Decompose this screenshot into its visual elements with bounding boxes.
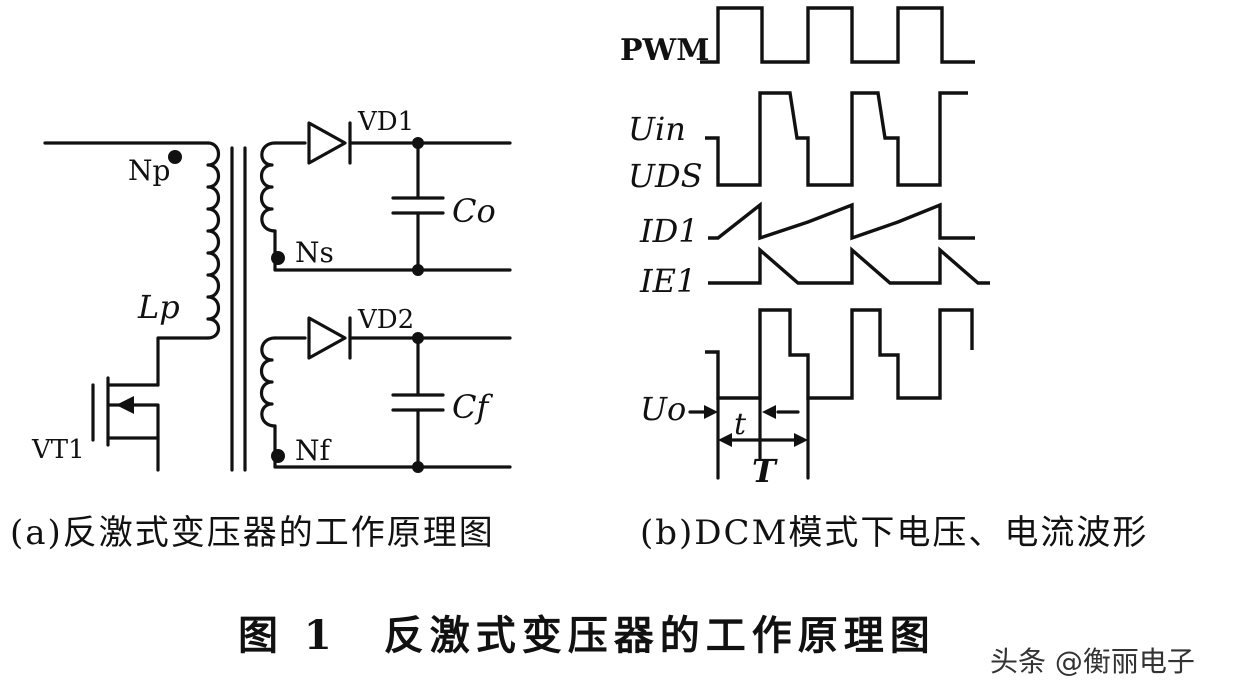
cf-node-top xyxy=(412,332,424,344)
id1-label: ID1 xyxy=(639,212,699,250)
cf-label: Cf xyxy=(452,388,493,426)
ns-bottom-wire xyxy=(273,229,512,272)
nf-bottom-wire xyxy=(273,424,512,469)
mosfet-arrow xyxy=(116,396,134,414)
diode-vd1-body xyxy=(307,121,347,165)
nf-label: Nf xyxy=(295,434,333,467)
co-node-top xyxy=(412,137,424,149)
lp-label: Lp xyxy=(137,288,180,326)
id1-waveform xyxy=(708,201,975,241)
uo-pointer-head xyxy=(704,405,718,419)
watermark: 头条 @衡丽电子 xyxy=(990,645,1195,678)
period-arrow-left xyxy=(718,433,732,447)
co-label: Co xyxy=(452,192,496,230)
ns-polarity-dot xyxy=(271,251,285,265)
ns-label: Ns xyxy=(295,236,334,269)
caption-b: (b)DCM模式下电压、电流波形 xyxy=(640,513,1149,553)
nf-polarity-dot xyxy=(271,449,285,463)
ie1-waveform xyxy=(708,246,990,285)
co-node-bottom xyxy=(412,264,424,276)
vd2-label: VD2 xyxy=(357,305,414,335)
secondary-winding-nf xyxy=(259,336,277,428)
diode-vd2-body xyxy=(307,316,347,360)
uin-uds-waveform xyxy=(705,91,968,187)
primary-drain-wire xyxy=(156,336,210,387)
primary-winding xyxy=(206,141,221,340)
circuit-schematic: Np Ns Nf Lp VT1 VD1 VD2 Co Cf xyxy=(31,107,512,473)
ie1-label: IE1 xyxy=(639,262,696,300)
uo-waveform xyxy=(705,308,974,400)
uds-label: UDS xyxy=(628,157,703,195)
t-period-label: T xyxy=(752,452,778,490)
uin-label: Uin xyxy=(628,110,686,148)
caption-a: (a)反激式变压器的工作原理图 xyxy=(10,513,495,553)
figure-title: 图 1 反激式变压器的工作原理图 xyxy=(238,612,936,659)
t-arrow-head xyxy=(762,405,776,419)
pwm-waveform xyxy=(700,6,975,64)
waveform-panel: PWM Uin UDS ID1 IE1 Uo t T xyxy=(620,6,990,490)
cf-node-bottom xyxy=(412,461,424,473)
vd1-label: VD1 xyxy=(357,107,414,137)
period-arrow-right xyxy=(794,433,808,447)
np-polarity-dot xyxy=(168,150,182,164)
np-label: Np xyxy=(128,154,170,187)
pwm-label: PWM xyxy=(620,33,709,68)
secondary-winding-ns xyxy=(259,141,277,233)
uo-label: Uo xyxy=(640,390,686,428)
t-small-label: t xyxy=(734,407,747,442)
vt1-label: VT1 xyxy=(31,435,85,465)
